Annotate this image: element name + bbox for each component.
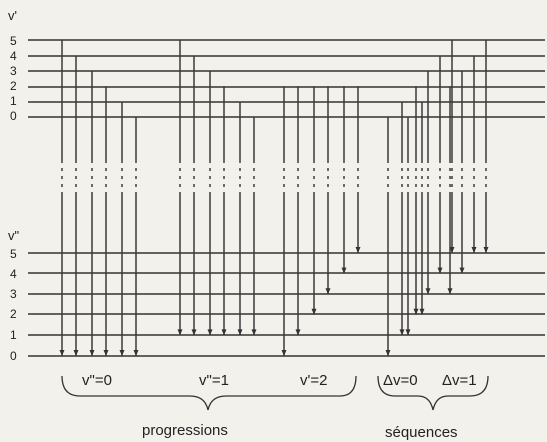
transition-arrowhead [355,247,361,253]
transition-arrowhead [425,288,431,295]
transition-arrowhead [471,247,477,253]
progressions-brace [61,375,357,411]
transition-arrowhead [341,267,347,274]
upper-level-label: 3 [10,64,17,78]
upper-level-label: 1 [10,94,17,108]
transition-arrowhead [281,350,287,356]
upper-level-label: 2 [10,79,17,93]
transition-arrowhead [483,247,489,253]
transition-arrowhead [405,329,411,336]
transition-arrowhead [385,350,391,356]
sequences-label: séquences [385,424,458,441]
transition-arrowhead [191,329,197,336]
group-label-v-lower-1: v"=1 [199,372,229,389]
sequences-brace [377,375,489,411]
transition-arrowhead [437,267,443,274]
lower-level-label: 2 [10,307,17,321]
transition-arrowhead [73,350,79,356]
group-label-v-upper-2: v'=2 [300,372,327,389]
lower-level-label: 1 [10,328,17,342]
transition-arrowhead [413,308,419,315]
group-label-delta-v-1: Δv=1 [442,372,477,389]
transition-arrowhead [207,329,213,336]
upper-level-label: 5 [10,34,17,48]
upper-state-axis-label: v' [8,8,17,23]
lower-state-axis-label: v" [8,228,20,243]
lower-level-label: 0 [10,349,17,363]
transition-arrowhead [447,288,453,295]
transition-arrowhead [459,267,465,274]
transition-arrowhead [133,350,139,356]
transition-arrowhead [89,350,95,356]
lower-level-label: 5 [10,247,17,261]
transition-arrowhead [325,288,331,295]
lower-level-labels: 5 4 3 2 1 0 [10,247,17,363]
lower-level-label: 3 [10,287,17,301]
group-label-delta-v-0: Δv=0 [383,372,418,389]
transition-arrowhead [177,329,183,336]
transition-arrowhead [237,329,243,336]
transition-lines [59,40,489,356]
lower-level-lines [28,252,545,357]
upper-level-labels: 5 4 3 2 1 0 [10,34,17,123]
upper-level-lines [28,39,545,118]
transition-arrowhead [221,329,227,336]
transition-arrowhead [399,329,405,336]
transition-arrowhead [419,308,425,315]
transition-arrowhead [251,329,257,336]
transition-arrowhead [59,350,65,356]
upper-level-label: 0 [10,109,17,123]
transition-arrowhead [295,329,301,336]
progressions-label: progressions [142,422,228,439]
transition-arrowhead [119,350,125,356]
transition-arrowhead [311,308,317,315]
lower-level-label: 4 [10,267,17,281]
upper-level-label: 4 [10,49,17,63]
group-label-v-lower-0: v"=0 [82,372,112,389]
transition-arrowhead [103,350,109,356]
